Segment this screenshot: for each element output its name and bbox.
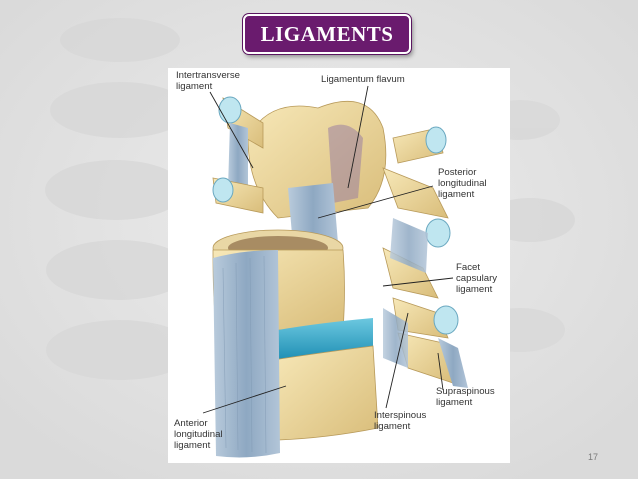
vertebrae-illustration — [202, 85, 468, 458]
slide-title: LIGAMENTS — [260, 21, 394, 46]
label-anterior-longitudinal-ligament: Anterior longitudinal ligament — [174, 418, 223, 451]
label-ligamentum-flavum: Ligamentum flavum — [321, 74, 405, 85]
label-supraspinous-ligament: Supraspinous ligament — [436, 386, 495, 408]
label-interspinous-ligament: Interspinous ligament — [374, 410, 427, 432]
page-number: 17 — [588, 452, 599, 462]
spine-ligament-figure: Intertransverse ligament Ligamentum flav… — [168, 68, 510, 463]
slide-title-box: LIGAMENTS — [243, 14, 411, 54]
label-posterior-longitudinal-ligament: Posterior longitudinal ligament — [438, 167, 487, 200]
label-facet-capsulary-ligament: Facet capsulary ligament — [456, 262, 498, 295]
label-intertransverse-ligament: Intertransverse ligament — [176, 70, 240, 92]
